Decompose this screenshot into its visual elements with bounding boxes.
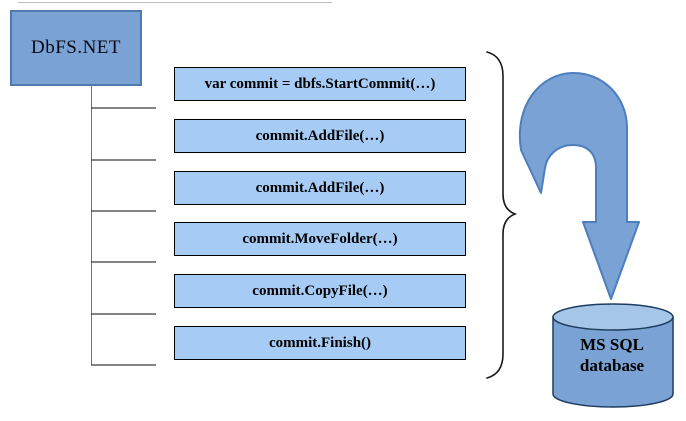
- curved-arrow-icon: [518, 71, 640, 300]
- call-box-add-file-1: commit.AddFile(…): [174, 119, 466, 153]
- database-label-line2: database: [579, 356, 645, 375]
- call-box-move-folder: commit.MoveFolder(…): [174, 222, 466, 256]
- call-box-add-file-2: commit.AddFile(…): [174, 171, 466, 205]
- call-label: commit.AddFile(…): [255, 179, 385, 196]
- call-box-start-commit: var commit = dbfs.StartCommit(…): [174, 67, 466, 101]
- call-box-finish: commit.Finish(): [174, 326, 466, 360]
- call-label: commit.CopyFile(…): [252, 282, 388, 299]
- call-label: commit.AddFile(…): [255, 127, 385, 144]
- cylinder-top: [552, 303, 674, 331]
- database-cylinder-icon: [552, 303, 674, 408]
- cylinder-body: [552, 316, 674, 408]
- call-box-copy-file: commit.CopyFile(…): [174, 274, 466, 308]
- call-label: var commit = dbfs.StartCommit(…): [204, 75, 436, 92]
- database-label-line1: MS SQL: [580, 335, 644, 354]
- database-label: MS SQL database: [551, 334, 673, 376]
- tick-lines: [91, 107, 156, 366]
- grouping-brace-icon: [486, 51, 518, 379]
- call-label: commit.MoveFolder(…): [242, 230, 398, 247]
- client-box-label: DbFS.NET: [30, 37, 122, 58]
- client-box: DbFS.NET: [10, 10, 142, 86]
- call-label: commit.Finish(): [268, 334, 372, 351]
